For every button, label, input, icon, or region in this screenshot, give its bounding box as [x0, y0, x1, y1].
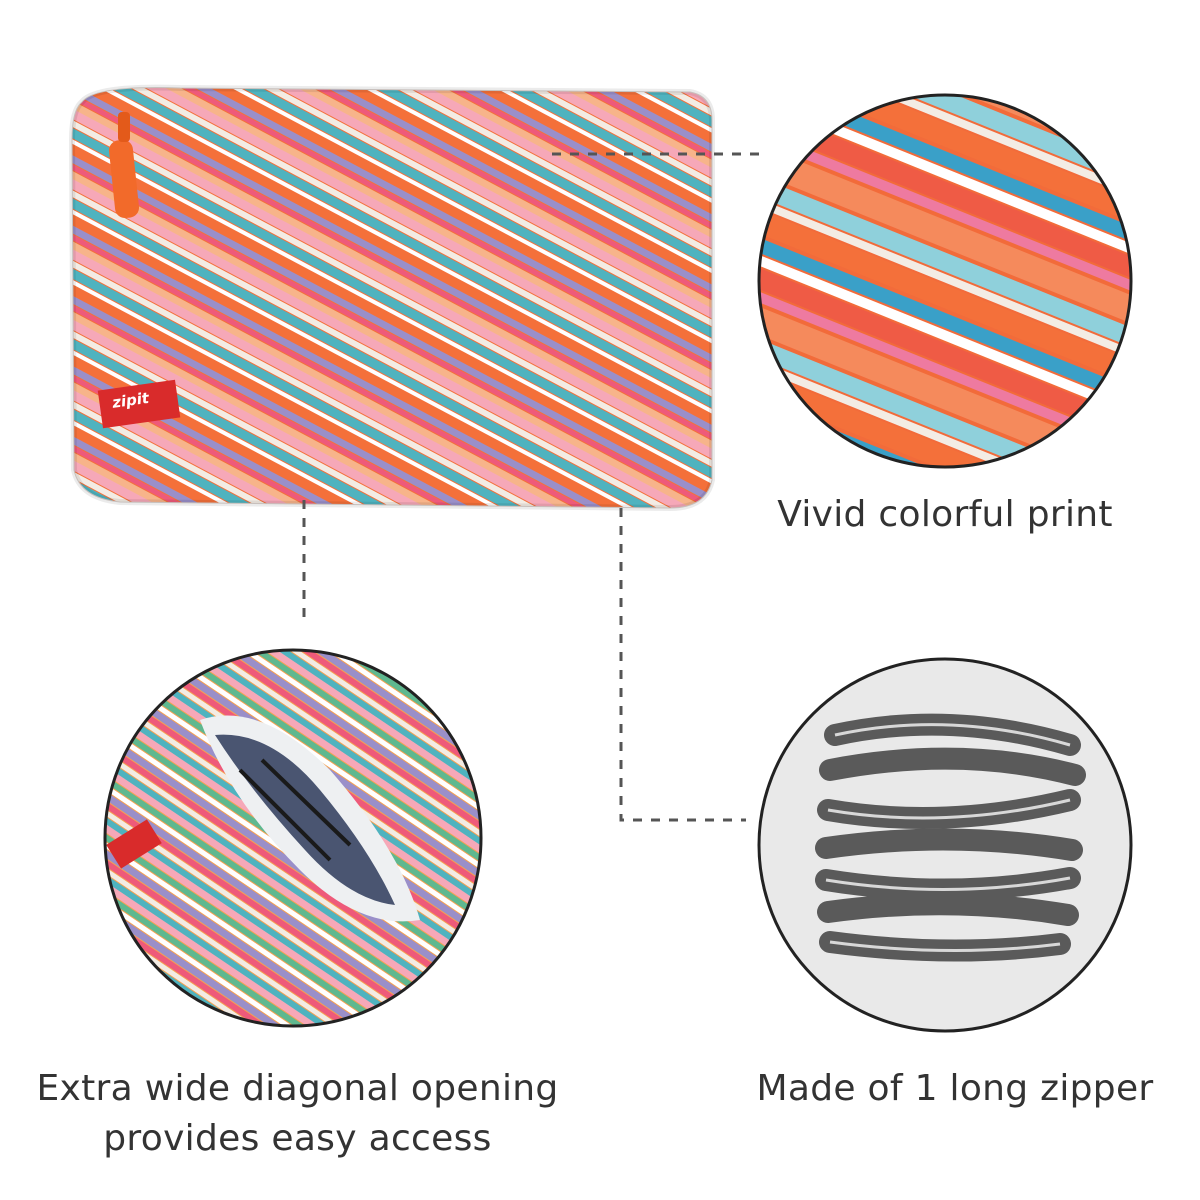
pouch-image: [68, 84, 715, 512]
brand-tag: [97, 379, 181, 429]
connector-lines: [302, 152, 760, 822]
caption-opening-line2: provides easy access: [103, 1118, 492, 1159]
connector-zipper: [619, 508, 746, 822]
zipper-pull-icon: [108, 112, 140, 219]
caption-vivid-print: Vivid colorful print: [777, 494, 1113, 535]
caption-opening: Extra wide diagonal opening provides eas…: [20, 1064, 575, 1164]
zipper-coil-circle: [757, 657, 1133, 1033]
caption-opening-line1: Extra wide diagonal opening: [36, 1068, 559, 1109]
print-closeup-circle: [757, 93, 1133, 469]
opening-circle: [103, 648, 483, 1028]
caption-long-zipper: Made of 1 long zipper: [756, 1068, 1154, 1109]
